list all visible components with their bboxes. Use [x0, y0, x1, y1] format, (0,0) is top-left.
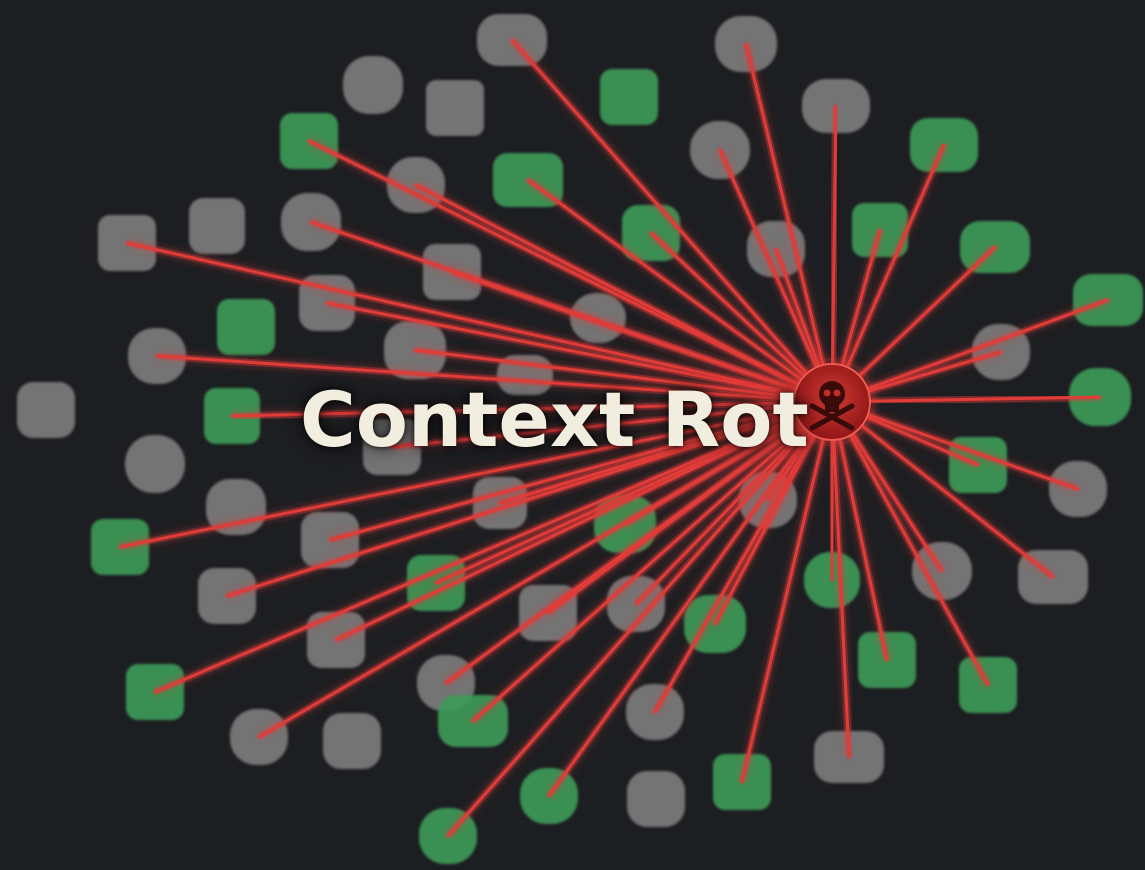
connection-line — [830, 400, 1055, 579]
connection-line — [526, 178, 834, 404]
hub-node — [788, 358, 876, 446]
connection-line — [830, 143, 946, 404]
connection-line — [153, 400, 834, 694]
connection-line — [653, 400, 834, 714]
connection-line — [155, 354, 834, 404]
connection-line — [325, 301, 834, 404]
connection-line — [334, 400, 834, 642]
connection-line — [830, 400, 851, 759]
connection-line — [744, 42, 834, 404]
diagram-title: Context Rot — [300, 375, 809, 464]
green-node — [600, 69, 658, 125]
gray-node — [323, 713, 381, 769]
connection-line — [450, 270, 834, 404]
skull-crossbones-icon — [809, 381, 855, 431]
connection-line — [257, 400, 834, 739]
connection-line — [118, 400, 834, 549]
gray-node — [343, 56, 403, 114]
connection-line — [547, 400, 834, 798]
gray-node — [627, 771, 685, 827]
gray-node — [426, 80, 484, 136]
connection-line — [471, 400, 834, 723]
connection-line — [830, 104, 838, 404]
gray-node — [189, 198, 245, 254]
connection-line — [390, 400, 834, 449]
gray-node — [125, 435, 185, 493]
green-node — [217, 299, 275, 355]
connection-line — [740, 400, 834, 784]
connection-line — [230, 400, 834, 418]
connection-line — [446, 400, 834, 838]
connection-line — [510, 38, 834, 404]
connection-line — [444, 400, 834, 685]
connection-line — [830, 395, 1102, 404]
gray-node — [17, 382, 75, 438]
connection-line — [413, 348, 834, 404]
connection-line — [830, 400, 990, 687]
connection-line — [328, 400, 834, 542]
connection-line — [414, 183, 834, 404]
connection-line — [225, 400, 834, 598]
